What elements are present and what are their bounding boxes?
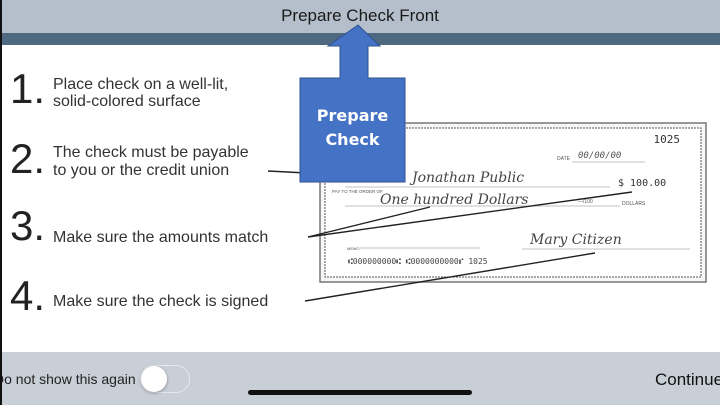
date-value: 00/00/00 xyxy=(578,151,621,161)
callout-label: Prepare Check xyxy=(300,104,405,152)
memo-label: MEMO xyxy=(347,246,359,251)
toggle-knob xyxy=(141,366,167,392)
step-text: Place check on a well-lit, xyxy=(53,76,229,93)
step-text: Make sure the check is signed xyxy=(53,293,269,310)
left-border xyxy=(0,0,2,405)
continue-button[interactable]: Continue xyxy=(655,370,720,389)
micr-line: ⑆000000000⑆ ⑆0000000000⑈ 1025 xyxy=(348,257,488,266)
written-amount: One hundred Dollars xyxy=(380,192,528,208)
date-label: DATE xyxy=(557,156,571,162)
step-text: to you or the credit union xyxy=(53,162,230,179)
callout-line: Prepare xyxy=(316,106,389,125)
do-not-show-label: Do not show this again xyxy=(0,371,136,387)
do-not-show-toggle[interactable] xyxy=(140,365,190,393)
fraction: —/100 xyxy=(578,199,593,205)
up-arrow-icon xyxy=(299,24,406,183)
payee-handwriting: Jonathan Public xyxy=(409,170,524,186)
step-number: 1. xyxy=(10,65,46,112)
pay-to-label: PAY TO THE ORDER OF xyxy=(332,189,383,194)
amount-box: $ 100.00 xyxy=(618,178,666,189)
home-indicator xyxy=(248,390,472,395)
step-number: 3. xyxy=(10,202,46,249)
step-text: solid-colored surface xyxy=(53,93,201,110)
page-title: Prepare Check Front xyxy=(281,6,439,25)
callout-line: Check xyxy=(325,130,380,149)
prepare-check-callout xyxy=(299,24,406,183)
step-text: Make sure the amounts match xyxy=(53,229,269,246)
step-text: The check must be payable xyxy=(53,144,249,161)
footer-bar: Do not show this again Continue xyxy=(0,352,720,405)
signature: Mary Citizen xyxy=(529,232,622,248)
dollars-label: DOLLARS xyxy=(622,201,646,207)
step-number: 4. xyxy=(10,272,46,319)
check-number: 1025 xyxy=(654,133,681,146)
step-number: 2. xyxy=(10,135,46,182)
